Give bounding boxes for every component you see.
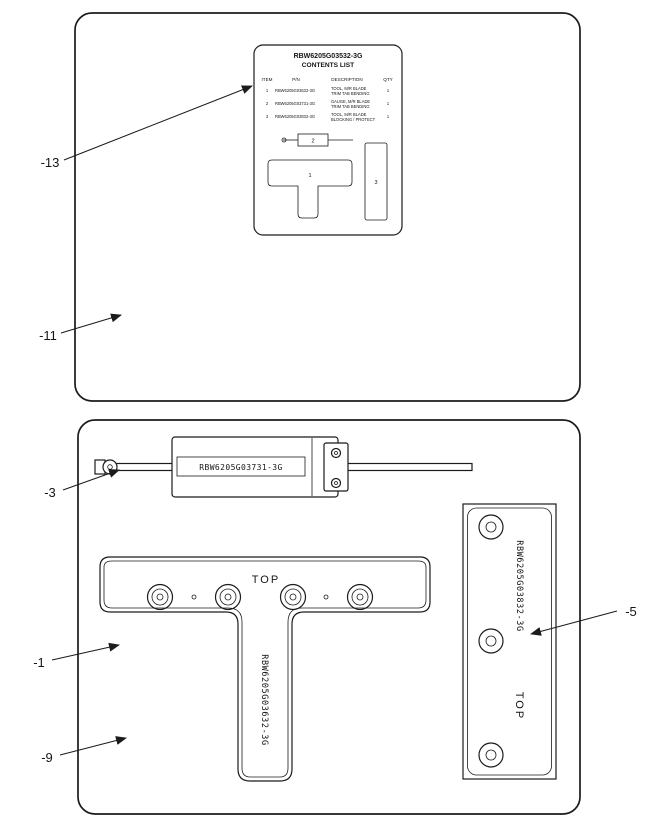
callout-13-label: -13 — [41, 155, 60, 170]
row3-item: 3 — [266, 114, 269, 119]
callout-3-leader — [62, 469, 120, 491]
blocking-tool-top-marking: TOP — [513, 692, 525, 720]
row1-desc2: TRIM TAB BENDING — [331, 91, 370, 96]
contents-row-3: 3 RBW6205G03832-3G TOOL, M/R BLADE BLOCK… — [266, 112, 390, 122]
mini-t-tool-sketch: 1 — [267, 159, 353, 219]
callout-9-label: -9 — [41, 750, 53, 765]
row1-qty: 1 — [387, 88, 390, 93]
row3-pn: RBW6205G03832-3G — [275, 114, 315, 119]
gauge-end-hole-bottom — [330, 477, 342, 489]
row2-qty: 1 — [387, 101, 390, 106]
t-tool-outline — [99, 556, 431, 782]
mini-gauge-sketch: 2 — [281, 133, 353, 147]
callout-9: -9 — [41, 736, 127, 765]
row3-desc1: TOOL, M/R BLADE — [331, 112, 367, 117]
contents-table-header: ITEM P/N DESCRIPTION QTY — [262, 77, 393, 82]
gauge-part-number: RBW6205G03731-3G — [199, 463, 282, 472]
mini-t-tool-number: 1 — [308, 173, 311, 179]
callout-1-leader — [51, 642, 120, 661]
callout-13: -13 — [41, 85, 253, 170]
t-tool-boss-1 — [146, 583, 174, 611]
t-tool-part-number: RBW6205G03632-3G — [259, 654, 269, 745]
gauge-end-hole-top — [330, 447, 342, 459]
t-tool-boss-2 — [214, 583, 242, 611]
header-item: ITEM — [262, 77, 273, 82]
contents-list-label: RBW6205G03532-3G CONTENTS LIST ITEM P/N … — [253, 44, 403, 236]
gauge-tool: RBW6205G03731-3G — [94, 436, 473, 498]
row1-item: 1 — [266, 88, 269, 93]
row1-pn: RBW6205G03632-3G — [275, 88, 315, 93]
gauge-end-hole-bottom-center — [334, 481, 338, 485]
blocking-tool-part-number: RBW6205G03832-3G — [514, 540, 524, 631]
blocking-tool: RBW6205G03832-3G TOP — [462, 503, 557, 780]
callout-1: -1 — [33, 642, 120, 670]
contents-subtitle: CONTENTS LIST — [302, 62, 354, 69]
callout-11-label: -11 — [39, 328, 57, 343]
callout-5-leader — [530, 610, 618, 636]
bottom-base-plate: RBW6205G03731-3G -3 TOP — [33, 419, 637, 815]
blocking-boss-top — [478, 514, 504, 540]
blocking-tool-outline — [462, 503, 557, 780]
callout-3: -3 — [44, 469, 120, 500]
blocking-boss-bottom — [478, 742, 504, 768]
row2-item: 2 — [266, 101, 269, 106]
mini-gauge-number: 2 — [311, 139, 314, 145]
bottom-plate-outline — [77, 419, 581, 815]
blocking-boss-middle — [478, 628, 504, 654]
contents-row-2: 2 RBW6205G03731-3G GAUGE, M/R BLADE TRIM… — [266, 99, 390, 109]
row2-pn: RBW6205G03731-3G — [275, 101, 315, 106]
row3-desc2: BLOCKING / PROTECT — [331, 117, 376, 122]
t-tool-pin-hole-right — [323, 594, 329, 600]
contents-title: RBW6205G03532-3G — [294, 53, 363, 60]
gauge-end-hole-top-center — [334, 451, 338, 455]
header-pn: P/N — [292, 77, 300, 82]
t-tool-top-marking: TOP — [252, 574, 280, 586]
row1-desc1: TOOL, M/R BLADE — [331, 86, 367, 91]
mini-block-sketch: 3 — [364, 142, 388, 221]
gauge-end-block — [323, 442, 349, 492]
callout-11: -11 — [39, 313, 122, 343]
contents-row-1: 1 RBW6205G03632-3G TOOL, M/R BLADE TRIM … — [266, 86, 390, 96]
callout-11-leader — [60, 313, 122, 334]
callout-5: -5 — [530, 604, 637, 636]
t-bending-tool: TOP RBW6205G03632-3G — [99, 556, 431, 782]
callout-5-label: -5 — [625, 604, 637, 619]
top-base-plate: RBW6205G03532-3G CONTENTS LIST ITEM P/N … — [39, 12, 581, 402]
t-tool-boss-3 — [279, 583, 307, 611]
gauge-label-box — [176, 456, 306, 477]
row2-desc1: GAUGE, M/R BLADE — [331, 99, 370, 104]
header-qty: QTY — [383, 77, 392, 82]
blocking-tool-inner-outline — [467, 507, 552, 776]
callout-3-label: -3 — [44, 485, 56, 500]
t-tool-pin-hole-left — [191, 594, 197, 600]
t-tool-inner-outline — [103, 560, 427, 778]
callout-1-label: -1 — [33, 655, 45, 670]
row3-qty: 1 — [387, 114, 390, 119]
header-description: DESCRIPTION — [331, 77, 362, 82]
row2-desc2: TRIM TAB BENDING — [331, 104, 370, 109]
mini-block-number: 3 — [374, 180, 377, 186]
callout-9-leader — [59, 736, 127, 756]
callout-13-leader — [63, 85, 253, 161]
t-tool-boss-4 — [346, 583, 374, 611]
